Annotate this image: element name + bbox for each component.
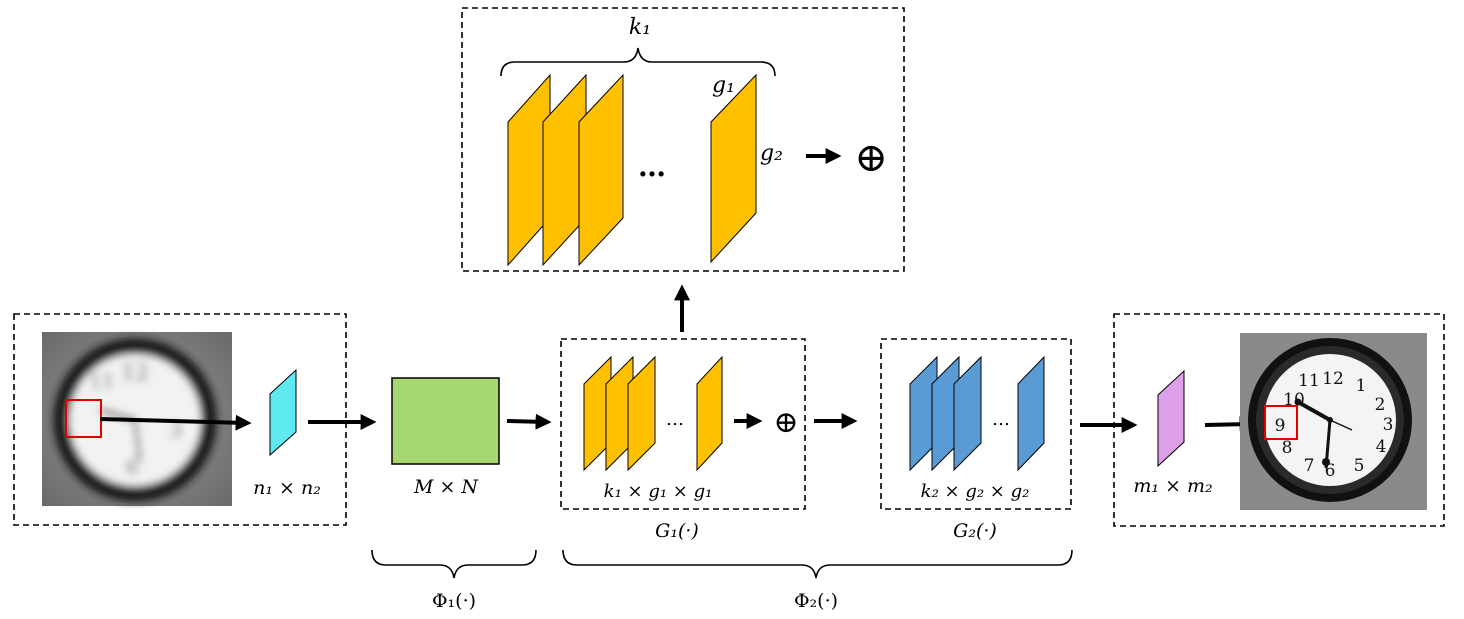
phi2-group: Φ₂(·) [562, 549, 1073, 612]
phi1-group: Φ₁(·) [371, 549, 537, 612]
phi1-brace [371, 549, 537, 579]
detail-filter-last [710, 73, 757, 264]
output-panel: m₁ × m₂ 12 1 2 3 4 5 6 7 8 9 10 11 [1113, 313, 1445, 527]
detail-filter-1 [507, 73, 551, 267]
clock-number-5: 5 [1354, 456, 1365, 476]
detail-ellipsis: … [638, 150, 666, 183]
g2-stage-label: G₂(·) [953, 520, 997, 542]
input-to-patch-arrow [99, 414, 252, 431]
g1-filter-last [696, 355, 723, 472]
blurred-clock-number-11: 11 [89, 369, 114, 393]
clock-number-2: 2 [1375, 395, 1386, 415]
g1-filter-2 [605, 355, 634, 472]
clock-number-1: 1 [1356, 376, 1367, 396]
clock-number-8: 8 [1282, 438, 1293, 458]
map-to-g1-arrow [506, 413, 552, 430]
clock-number-11: 11 [1298, 371, 1320, 391]
output-dashed-border [1113, 313, 1445, 527]
g2-filter-1 [909, 355, 938, 472]
g2-ellipsis: … [992, 409, 1010, 430]
clock-number-4: 4 [1376, 437, 1387, 457]
k1-brace [500, 47, 776, 77]
g2-stage: … k₂ × g₂ × g₂ G₂(·) [880, 338, 1072, 542]
detail-sum-symbol: ⊕ [854, 135, 888, 181]
input-panel: 12 11 3 6 n₁ × n₂ [13, 313, 347, 526]
phi2-brace [562, 549, 1073, 579]
g1-filter-1 [583, 355, 612, 472]
input-dashed-border [13, 313, 347, 526]
g2-dashed-border [880, 338, 1072, 510]
g1-filter-3 [627, 355, 656, 472]
sharp-clock-image: 12 1 2 3 4 5 6 7 8 9 10 11 [1240, 333, 1427, 510]
detail-filter-2 [542, 73, 587, 267]
g2-filters-label: k₂ × g₂ × g₂ [921, 481, 1030, 502]
feature-map-label: M × N [413, 476, 479, 498]
g1-filters-label: k₁ × g₁ × g₁ [604, 481, 713, 502]
g1-label: g₁ [712, 73, 735, 98]
output-patch-shape [1157, 369, 1185, 468]
filter-detail-panel: k₁ … g₁ g₂ ⊕ [461, 7, 905, 272]
input-patch-shape [269, 368, 297, 457]
clock-number-3: 3 [1383, 415, 1394, 435]
g1-stage: … ⊕ k₁ × g₁ × g₁ G₁(·) [560, 338, 806, 542]
blurred-clock-number-12: 12 [121, 361, 149, 386]
output-patch-label: m₁ × m₂ [1133, 475, 1212, 497]
g1-stage-label: G₁(·) [655, 520, 699, 542]
g1-sum-symbol: ⊕ [773, 405, 798, 440]
k1-label: k₁ [629, 15, 651, 40]
g2-filter-2 [931, 355, 960, 472]
feature-map: M × N [391, 377, 500, 498]
g2-filter-last [1017, 355, 1045, 472]
g1-ellipsis: … [666, 409, 684, 430]
clock-number-12: 12 [1322, 369, 1344, 389]
phi1-label: Φ₁(·) [432, 590, 476, 612]
blurred-clock-number-3: 3 [170, 418, 183, 442]
clock-number-7: 7 [1304, 456, 1315, 476]
blurred-clock-number-6: 6 [126, 455, 139, 479]
detail-dashed-border [461, 7, 905, 272]
phi2-label: Φ₂(·) [794, 590, 838, 612]
input-patch-label: n₁ × n₂ [253, 477, 321, 499]
g2-label: g₂ [760, 141, 783, 166]
feature-map-block [391, 377, 500, 465]
clock-number-9: 9 [1275, 416, 1286, 436]
clock-number-6: 6 [1325, 461, 1336, 481]
g2-filter-3 [953, 355, 982, 472]
g1-dashed-border [560, 338, 806, 510]
detail-filter-3 [578, 73, 624, 267]
output-highlight-box [1264, 405, 1298, 440]
